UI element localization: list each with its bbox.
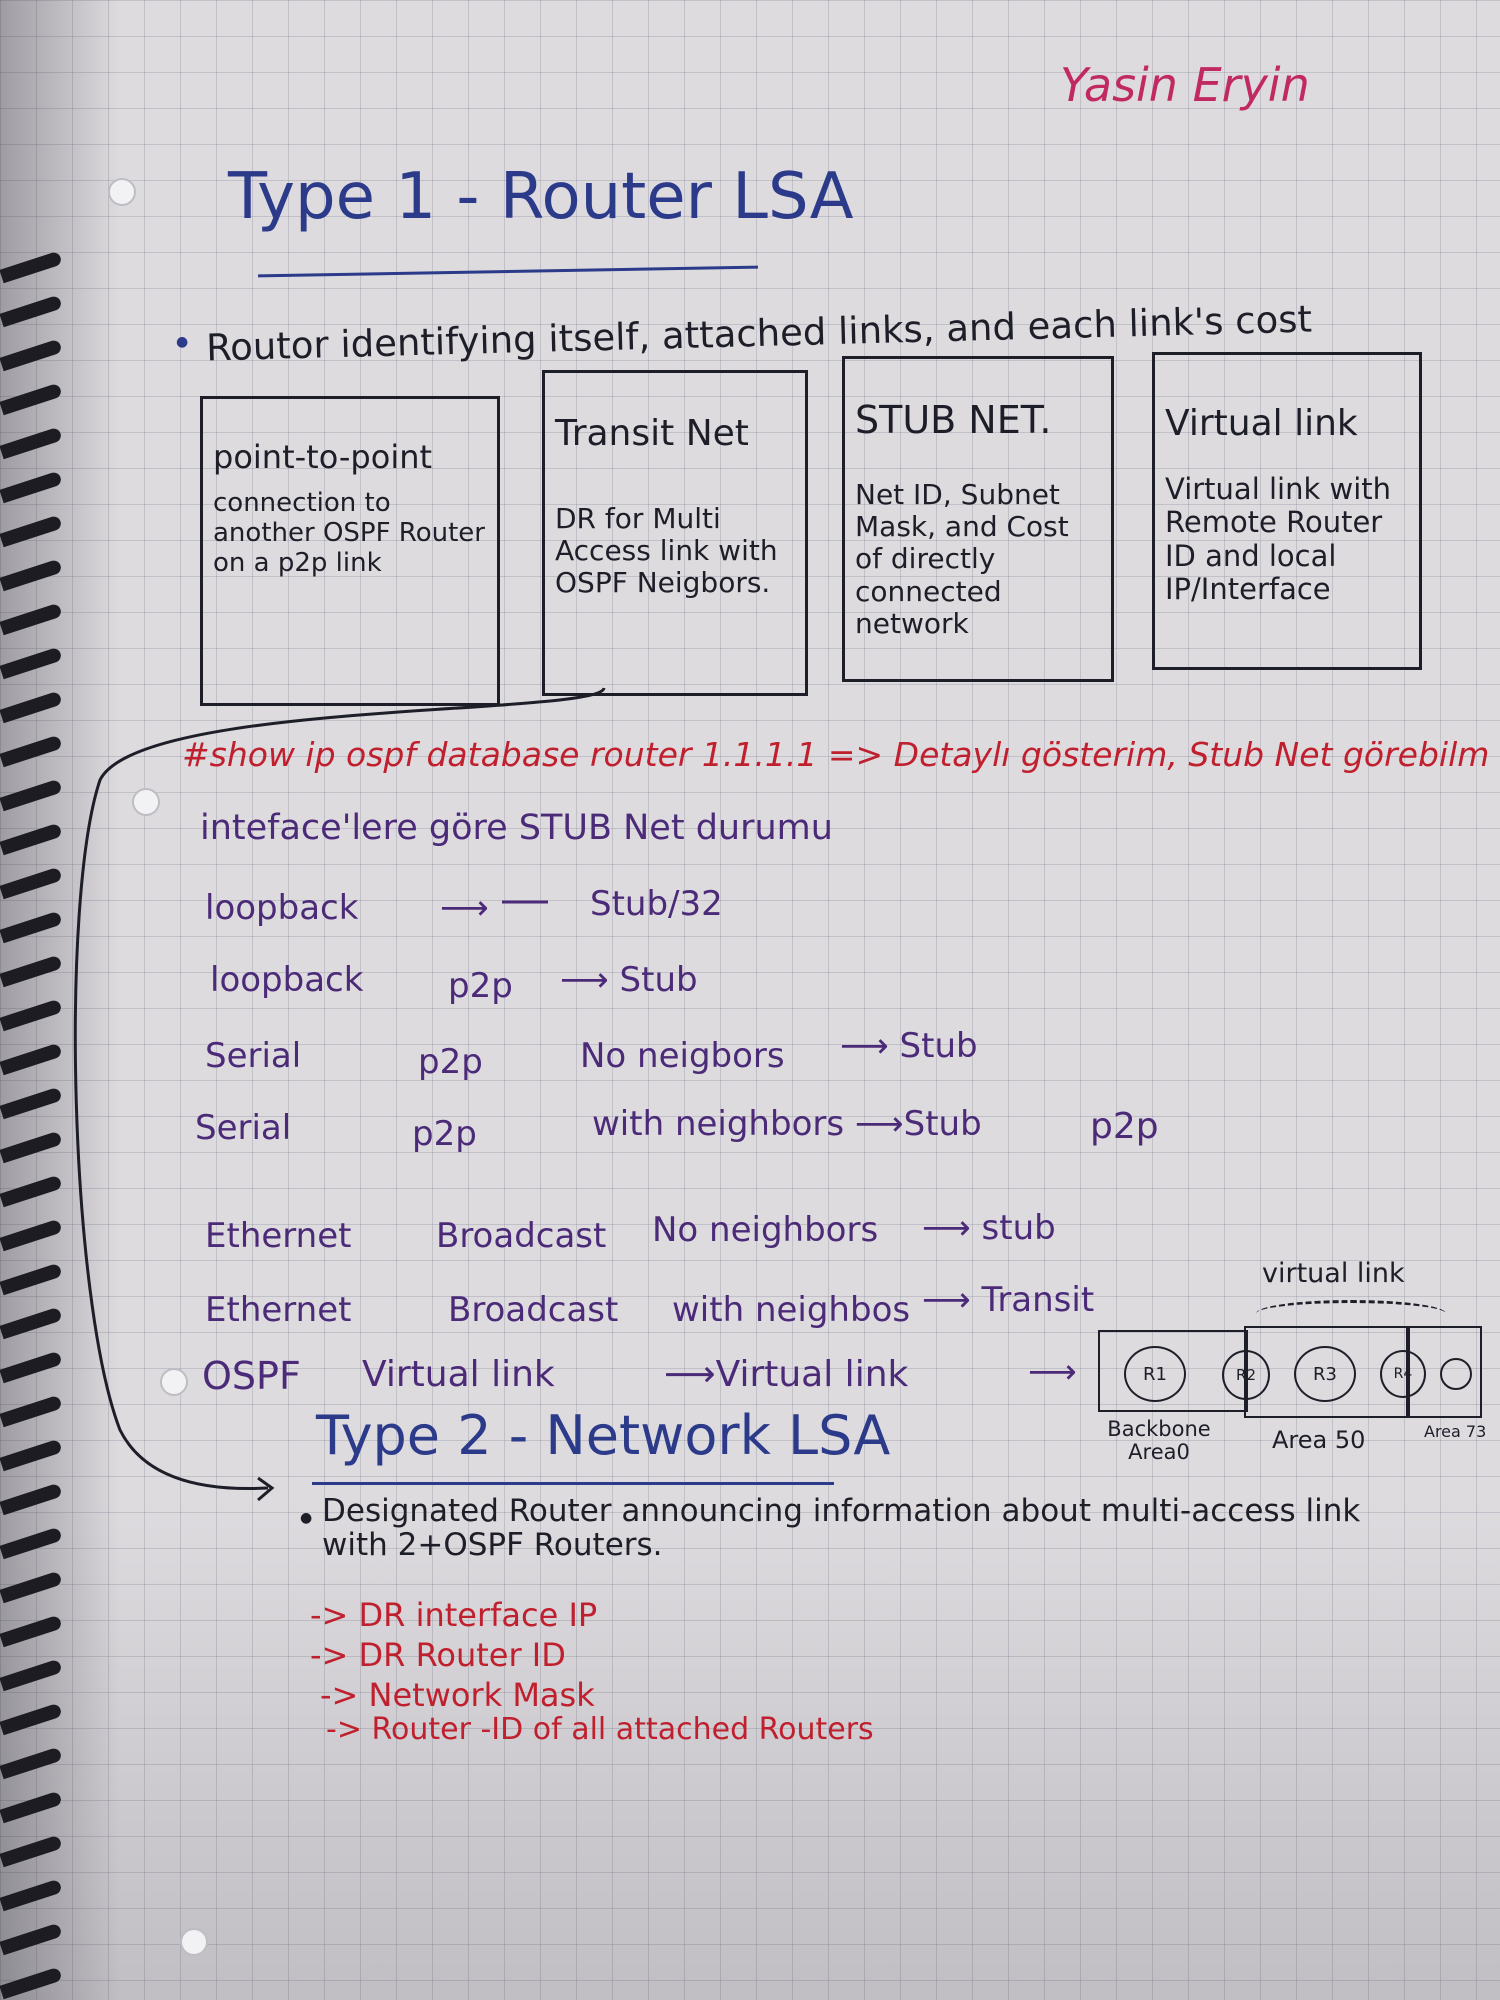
area-label: Area 50 (1272, 1426, 1366, 1454)
box-transit-net: Transit Net DR for Multi Access link wit… (542, 370, 808, 696)
box-body: DR for Multi Access link with OSPF Neigb… (555, 502, 778, 600)
title-underline (312, 1482, 834, 1485)
area-label: Area 73 (1424, 1422, 1487, 1441)
box-point-to-point: point-to-point connection to another OSP… (200, 396, 500, 706)
page-shadow-bottom (0, 1500, 1500, 2000)
router-node-icon (1440, 1358, 1472, 1390)
router-r3: R3 (1294, 1346, 1356, 1402)
box-title: Transit Net (555, 413, 749, 454)
row-type: Broadcast (448, 1290, 619, 1330)
type2-description: Designated Router announcing information… (322, 1493, 1361, 1564)
row-type: p2p (418, 1042, 483, 1082)
row-type: p2p (412, 1114, 477, 1154)
author-signature: Yasin Eryin (1060, 58, 1310, 112)
router-r1: R1 (1124, 1346, 1186, 1402)
list-item: -> Network Mask (320, 1676, 595, 1714)
row-result-2: ⟶ Stub (840, 1026, 978, 1066)
interface-subheading: inteface'lere göre STUB Net durumu (200, 808, 833, 848)
list-item: -> DR Router ID (310, 1636, 566, 1674)
bullet-dot: ● (300, 1510, 313, 1526)
box-body: Net ID, Subnet Mask, and Cost of directl… (855, 478, 1069, 640)
router-r2: R2 (1222, 1350, 1270, 1400)
row-result: with neighbos (672, 1290, 911, 1330)
box-virtual-link: Virtual link Virtual link with Remote Ro… (1152, 352, 1422, 670)
row-result-2: ⟶ stub (922, 1208, 1056, 1248)
row-type: ⟶ (440, 888, 489, 928)
row-result: ⟶ Stub (560, 960, 698, 1000)
punch-hole (160, 1368, 188, 1396)
row-interface: Serial (195, 1108, 292, 1148)
row-type: Broadcast (436, 1216, 607, 1256)
row-result: ⟶Virtual link (664, 1354, 909, 1395)
bullet-dot: ● (176, 334, 189, 350)
type2-title: Type 2 - Network LSA (316, 1404, 891, 1467)
row-result: No neigbors (580, 1036, 785, 1076)
row-interface: loopback (210, 960, 364, 1000)
punch-hole (108, 178, 136, 206)
list-item: -> Router -ID of all attached Routers (326, 1712, 874, 1747)
row-result-2: p2p (1090, 1106, 1159, 1147)
row-result-2: ⟶ (1028, 1352, 1077, 1392)
row-interface: OSPF (202, 1354, 301, 1398)
row-result: No neighbors (652, 1210, 879, 1250)
list-item: -> DR interface IP (310, 1596, 598, 1634)
router-r4: R4 (1380, 1350, 1426, 1398)
row-result: Stub/32 (590, 884, 723, 924)
area-label: Backbone Area0 (1107, 1417, 1211, 1465)
virtual-link-arc (1256, 1300, 1446, 1327)
row-result: with neighbors ⟶Stub (592, 1104, 982, 1144)
row-interface: loopback (205, 888, 359, 928)
row-result-2: ⟶ Transit (922, 1280, 1095, 1320)
box-body: Virtual link with Remote Router ID and l… (1165, 472, 1392, 607)
box-body: connection to another OSPF Router on a p… (213, 488, 485, 578)
punch-hole (180, 1928, 208, 1956)
row-type: Virtual link (362, 1354, 555, 1395)
row-interface: Ethernet (205, 1290, 352, 1330)
box-title: STUB NET. (855, 398, 1052, 442)
type1-title: Type 1 - Router LSA (228, 160, 854, 234)
row-type: p2p (448, 966, 513, 1006)
box-title: Virtual link (1165, 403, 1358, 444)
row-interface: Ethernet (205, 1216, 352, 1256)
punch-hole (132, 788, 160, 816)
box-title: point-to-point (213, 438, 433, 476)
command-line: #show ip ospf database router 1.1.1.1 =>… (182, 735, 1490, 774)
row-interface: Serial (205, 1036, 302, 1076)
diagram-label: virtual link (1262, 1258, 1405, 1289)
box-stub-net: STUB NET. Net ID, Subnet Mask, and Cost … (842, 356, 1114, 682)
